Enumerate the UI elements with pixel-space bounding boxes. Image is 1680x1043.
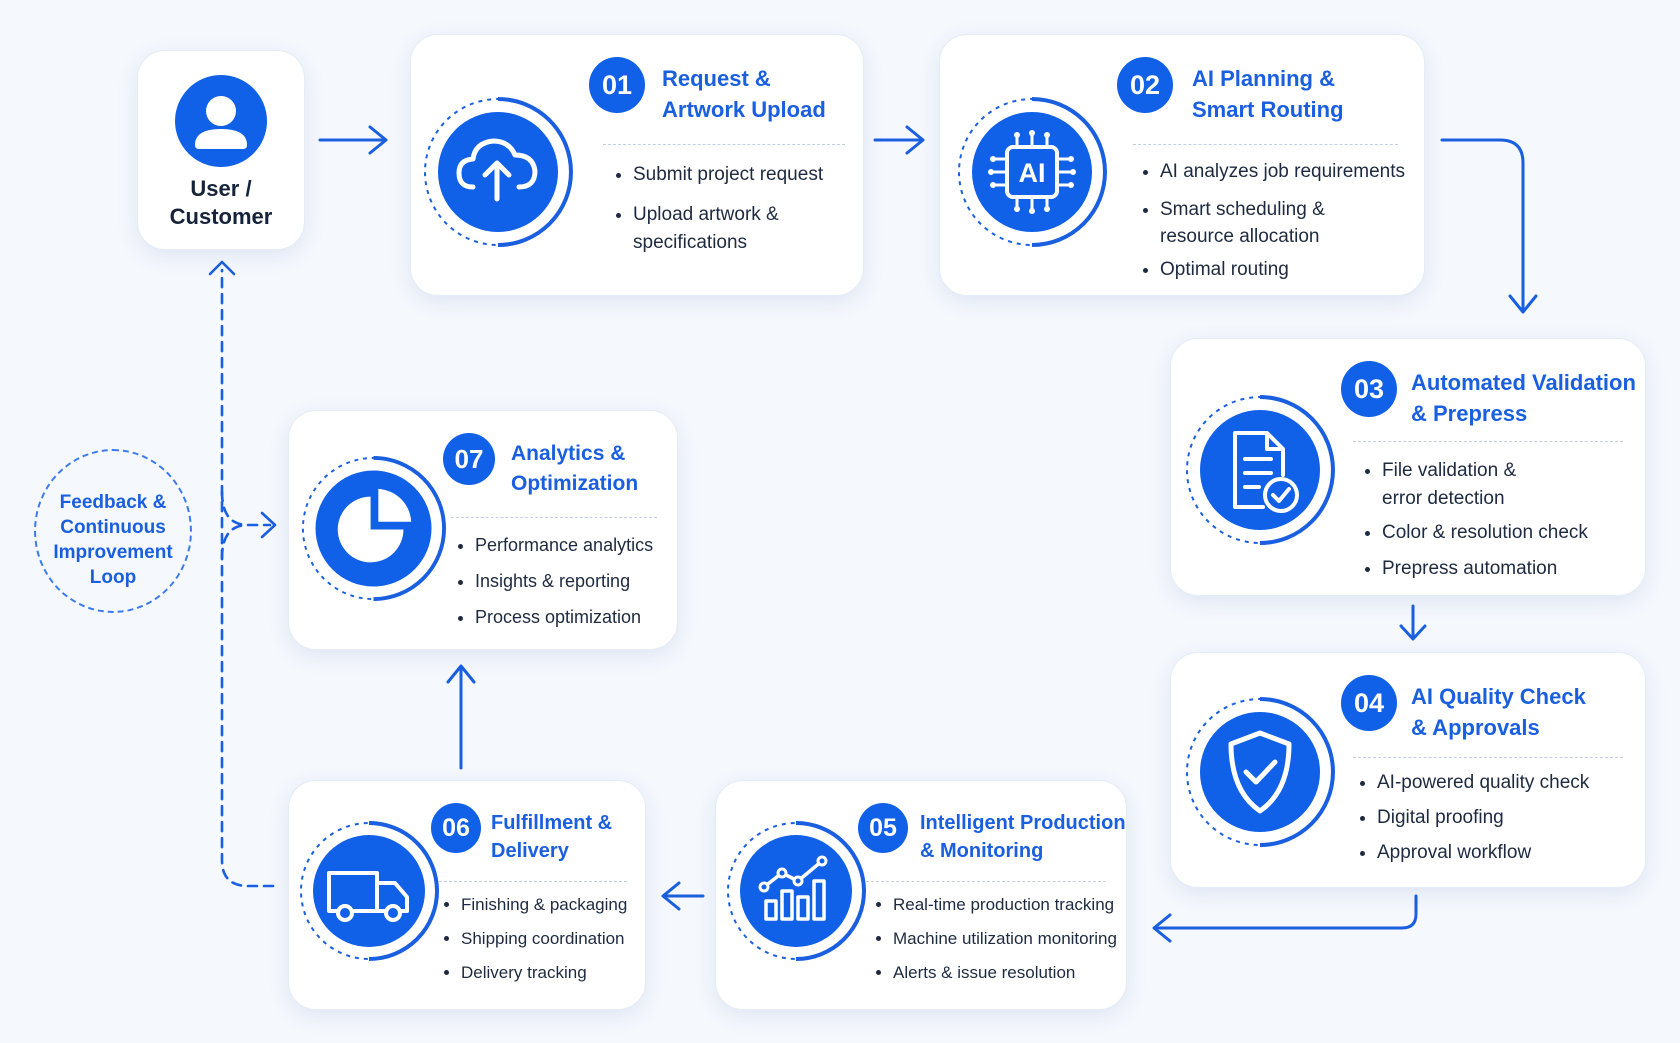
step-07-card: 07 Analytics & Optimization Performance …	[288, 410, 678, 650]
step-number-badge: 04	[1341, 675, 1397, 731]
step-01-card: 01 Request & Artwork Upload Submit proje…	[410, 34, 864, 296]
arrow-06-to-07	[446, 664, 476, 770]
step-title: AI Quality Check & Approvals	[1411, 684, 1586, 740]
truck-icon	[299, 821, 439, 961]
step-title: Request & Artwork Upload	[662, 66, 826, 122]
step-bullets: Submit project request Upload artwork & …	[607, 163, 823, 257]
ai-chip-text: AI	[1019, 158, 1046, 188]
list-item: Smart scheduling & resource allocation	[1160, 196, 1405, 250]
list-item: Machine utilization monitoring	[893, 928, 1117, 950]
divider	[1353, 441, 1623, 442]
arrow-01-to-02	[873, 125, 925, 155]
step-title: AI Planning & Smart Routing	[1192, 66, 1344, 122]
list-item: Delivery tracking	[461, 962, 627, 984]
list-item: Approval workflow	[1377, 841, 1589, 865]
step-03-card: 03 Automated Validation & Prepress File …	[1170, 338, 1646, 596]
list-item: AI analyzes job requirements	[1160, 160, 1405, 184]
step-bullets: Performance analytics Insights & reporti…	[451, 533, 653, 629]
user-icon	[175, 75, 267, 167]
step-number-badge: 06	[431, 803, 481, 853]
feedback-loop-badge: Feedback & Continuous Improvement Loop	[34, 449, 192, 613]
list-item: Optimal routing	[1160, 258, 1405, 282]
arrow-04-to-05	[1152, 894, 1418, 943]
divider	[439, 881, 627, 882]
step-number-badge: 07	[443, 433, 495, 485]
step-title: Fulfillment & Delivery	[491, 812, 613, 862]
shield-check-icon	[1185, 697, 1335, 847]
arrow-02-to-03	[1440, 138, 1538, 314]
divider	[603, 144, 845, 145]
step-02-card: AI 02 AI Planning & Smart Routing AI ana…	[939, 34, 1425, 296]
step-number-badge: 05	[858, 803, 908, 853]
list-item: Real-time production tracking	[893, 894, 1117, 916]
step-title: Intelligent Production & Monitoring	[920, 812, 1126, 862]
divider	[451, 517, 657, 518]
list-item: Performance analytics	[475, 533, 653, 557]
step-number-badge: 01	[589, 57, 645, 113]
divider	[1353, 757, 1623, 758]
step-bullets: AI analyzes job requirements Smart sched…	[1134, 160, 1405, 282]
step-number-badge: 03	[1341, 361, 1397, 417]
arrow-user-to-01	[318, 125, 388, 155]
user-customer-card: User / Customer	[137, 50, 305, 250]
list-item: File validation & error detection	[1382, 457, 1588, 513]
list-item: Color & resolution check	[1382, 521, 1588, 545]
list-item: Upload artwork & specifications	[633, 201, 823, 257]
pie-chart-icon	[301, 456, 446, 601]
step-04-card: 04 AI Quality Check & Approvals AI-power…	[1170, 652, 1646, 888]
arrow-03-to-04	[1399, 604, 1427, 641]
document-check-icon	[1185, 395, 1335, 545]
step-05-card: 05 Intelligent Production & Monitoring R…	[715, 780, 1127, 1010]
list-item: Submit project request	[633, 163, 823, 187]
divider	[1133, 144, 1398, 145]
list-item: Digital proofing	[1377, 806, 1589, 830]
step-number-badge: 02	[1117, 57, 1173, 113]
chart-growth-icon	[726, 821, 866, 961]
step-title: Analytics & Optimization	[511, 442, 639, 495]
feedback-branch-from-loop	[220, 523, 250, 560]
step-bullets: AI-powered quality check Digital proofin…	[1351, 771, 1589, 865]
list-item: Process optimization	[475, 605, 653, 629]
step-bullets: Finishing & packaging Shipping coordinat…	[439, 894, 627, 984]
step-bullets: File validation & error detection Color …	[1356, 457, 1588, 581]
feedback-loop-label: Feedback & Continuous Improvement Loop	[53, 492, 173, 588]
cloud-upload-icon	[423, 97, 573, 247]
list-item: Finishing & packaging	[461, 894, 627, 916]
feedback-arrow-to-07	[260, 511, 277, 539]
ai-chip-icon: AI	[957, 97, 1107, 247]
list-item: AI-powered quality check	[1377, 771, 1589, 795]
list-item: Insights & reporting	[475, 569, 653, 593]
feedback-arrow-to-user	[208, 260, 236, 276]
list-item: Alerts & issue resolution	[893, 962, 1117, 984]
arrow-05-to-06	[661, 881, 705, 911]
feedback-loop-path	[220, 268, 275, 888]
divider	[866, 881, 1106, 882]
step-bullets: Real-time production tracking Machine ut…	[871, 894, 1117, 984]
list-item: Shipping coordination	[461, 928, 627, 950]
list-item: Prepress automation	[1382, 557, 1588, 581]
step-06-card: 06 Fulfillment & Delivery Finishing & pa…	[288, 780, 646, 1010]
step-title: Automated Validation & Prepress	[1411, 370, 1636, 426]
user-customer-label: User / Customer	[169, 176, 273, 229]
feedback-branch-to-07	[220, 490, 272, 527]
